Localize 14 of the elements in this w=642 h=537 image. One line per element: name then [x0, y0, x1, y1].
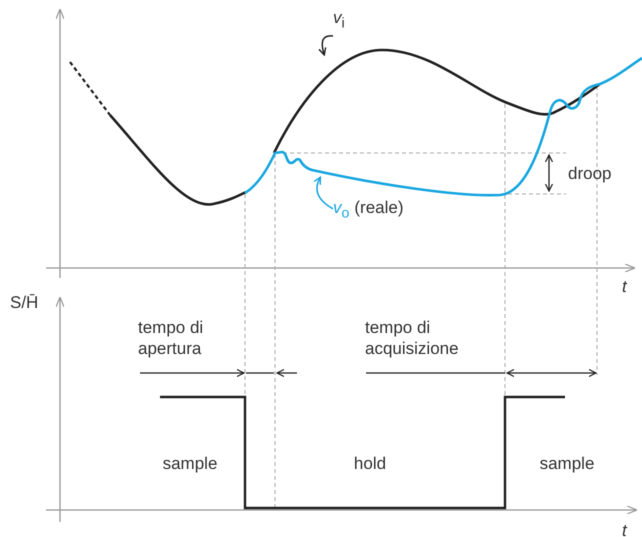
signal-label: v$_{i}$	[333, 8, 345, 32]
axis-label: t	[622, 520, 628, 537]
leader-arrow	[318, 35, 334, 56]
annotation-text: S/H̄	[10, 292, 40, 313]
annotation-text: hold	[352, 453, 388, 474]
leader-arrow	[314, 176, 334, 210]
annotation-text: droop	[568, 163, 612, 184]
annotation-text: tempo di acquisizione	[365, 317, 460, 359]
axis-label: t	[622, 276, 628, 297]
annotation-text: sample	[162, 453, 218, 474]
signal-label: v$_{o}$	[333, 198, 350, 222]
signal-label: (reale)	[354, 198, 404, 218]
annotation-text: tempo di apertura	[138, 317, 204, 359]
annotation-text: sample	[538, 453, 596, 474]
